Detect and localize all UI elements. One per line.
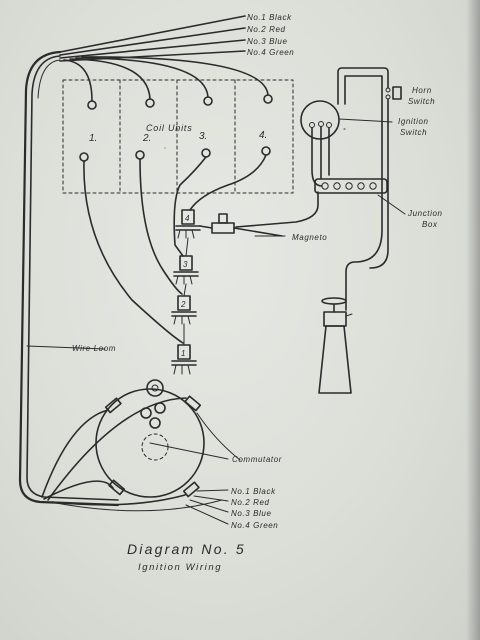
spark-plug-numbers: 4 3 2 1 <box>180 214 190 358</box>
wire-loom <box>18 50 120 507</box>
bottom-wire-labels: No.1 Black No.2 Red No.3 Blue No.4 Green <box>231 487 278 530</box>
ignition-switch-label-line1: Ignition <box>398 117 429 126</box>
commutator-wires <box>41 397 223 512</box>
top-wires <box>59 15 269 102</box>
coil-number-3: 3. <box>199 131 207 142</box>
top-wire-label-3: No.3 Blue <box>247 37 288 46</box>
bottom-wire-label-2: No.2 Red <box>231 498 270 507</box>
wire-loom-label: Wire Loom <box>72 344 116 353</box>
ignition-switch <box>300 100 393 140</box>
horn <box>318 297 353 394</box>
junction-box-label-line2: Box <box>422 220 438 229</box>
coil-numbers: 1. 2. 3. 4. <box>89 130 267 144</box>
switch-to-junction-wires <box>235 126 330 228</box>
plug-number-2: 2 <box>180 300 186 309</box>
top-wire-labels: No.1 Black No.2 Red No.3 Blue No.4 Green <box>247 13 294 57</box>
plug-number-3: 3 <box>183 260 188 269</box>
spark-plug-4 <box>175 209 201 239</box>
coil-units-label: Coil Units <box>146 123 193 133</box>
caption-subtitle: Ignition Wiring <box>138 562 222 573</box>
horn-switch <box>337 67 402 311</box>
horn-switch-label-line2: Switch <box>408 97 435 106</box>
bottom-wire-label-4: No.4 Green <box>231 521 278 530</box>
spark-plug-1 <box>171 344 197 375</box>
magneto-terminal <box>199 213 283 237</box>
coil-bottom-terminals <box>79 146 271 162</box>
ignition-switch-label-line2: Switch <box>400 128 427 137</box>
junction-box-label-line1: Junction <box>407 209 443 218</box>
plug-stem <box>183 237 189 346</box>
junction-box <box>314 178 388 194</box>
caption-title: Diagram No. 5 <box>127 541 246 557</box>
leader-lines <box>26 128 406 525</box>
spark-plug-2 <box>171 295 197 325</box>
plug-number-4: 4 <box>185 214 190 223</box>
plug-number-1: 1 <box>181 349 186 358</box>
bottom-wire-label-1: No.1 Black <box>231 487 276 496</box>
bottom-wire-label-3: No.3 Blue <box>231 509 272 518</box>
horn-switch-label-line1: Horn <box>412 86 432 95</box>
commutator <box>95 379 241 498</box>
top-wire-label-2: No.2 Red <box>247 25 286 34</box>
coil-number-1: 1. <box>89 133 97 144</box>
commutator-label: Commutator <box>232 455 282 464</box>
top-wire-label-1: No.1 Black <box>247 13 292 22</box>
coil-number-2: 2. <box>142 133 151 144</box>
coil-output-wires <box>83 154 267 344</box>
coil-top-terminals <box>87 94 273 110</box>
coil-box <box>62 79 294 194</box>
magneto-label: Magneto <box>292 233 327 242</box>
coil-number-4: 4. <box>259 130 267 141</box>
top-wire-label-4: No.4 Green <box>247 48 294 57</box>
